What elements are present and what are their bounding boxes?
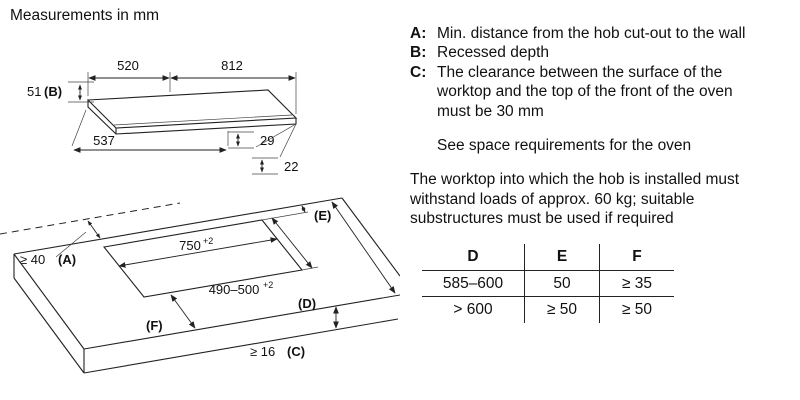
wall-reference-line [0, 202, 181, 235]
dimension-table: D E F 585–600 50 ≥ 35 > 600 ≥ 50 ≥ 50 [422, 244, 674, 323]
worktop-outline [0, 197, 400, 374]
table-header-d: D [422, 244, 525, 271]
note-a: A: Min. distance from the hob cut-out to… [410, 24, 768, 43]
note-a-text: Min. distance from the hob cut-out to th… [437, 25, 746, 42]
table-cell: ≥ 35 [599, 270, 674, 298]
ref-a-label: (A) [58, 252, 76, 267]
table-header-e: E [524, 244, 600, 271]
table-row: 585–600 50 ≥ 35 [422, 270, 674, 298]
note-c-text: The clearance between the surface of the… [437, 63, 733, 120]
note-b-text: Recessed depth [437, 44, 550, 62]
table-cell: > 600 [453, 301, 493, 319]
note-a-key: A: [410, 25, 427, 42]
table-row: > 600 ≥ 50 ≥ 50 [422, 296, 674, 323]
note-c: C: The clearance between the surface of … [410, 63, 768, 121]
dim-c-value: ≥ 16 [250, 344, 275, 359]
table-cell: 50 [524, 270, 600, 298]
dim-22-label: 22 [284, 159, 298, 174]
dim-520-label: 520 [117, 58, 139, 73]
worktop-dimensions: 750 +2 490–500 +2 ≥ 40 (A) (E) (D) (F) ≥… [20, 201, 396, 359]
dim-812-label: 812 [221, 58, 243, 73]
ref-e-label: (E) [314, 208, 331, 223]
hob-dimensions: 520 812 51 (B) 537 29 22 [27, 58, 298, 175]
ref-f-label: (F) [146, 318, 163, 333]
note-b: B: Recessed depth [410, 43, 768, 62]
note-c-key: C: [410, 63, 427, 81]
page-title: Measurements in mm [10, 7, 160, 24]
ref-d-label: (D) [298, 296, 316, 311]
worktop-load-note: The worktop into which the hob is instal… [410, 171, 740, 227]
installation-drawing: 520 812 51 (B) 537 29 22 750 +2 [0, 58, 400, 374]
table-header-row: D E F [422, 244, 674, 271]
legend-column: A: Min. distance from the hob cut-out to… [410, 24, 768, 323]
dim-537-label: 537 [93, 133, 115, 148]
hob-outline [86, 89, 298, 135]
dim-a-value: ≥ 40 [20, 252, 45, 267]
cutout-width-label: 750 [179, 238, 201, 253]
table-cell: ≥ 50 [599, 296, 674, 323]
oven-space-note: See space requirements for the oven [437, 136, 692, 154]
cutout-depth-label: 490–500 [209, 282, 260, 297]
ref-c-label: (C) [287, 344, 305, 359]
ref-b-label: (B) [44, 84, 62, 99]
cutout-depth-tolerance: +2 [263, 280, 273, 290]
table-cell: ≥ 50 [524, 296, 600, 323]
dim-29-label: 29 [260, 133, 274, 148]
dim-51-label: 51 [27, 84, 41, 99]
note-b-key: B: [410, 44, 427, 62]
table-cell: 585–600 [422, 270, 525, 298]
cutout-width-tolerance: +2 [203, 236, 213, 246]
table-header-f: F [599, 244, 674, 271]
